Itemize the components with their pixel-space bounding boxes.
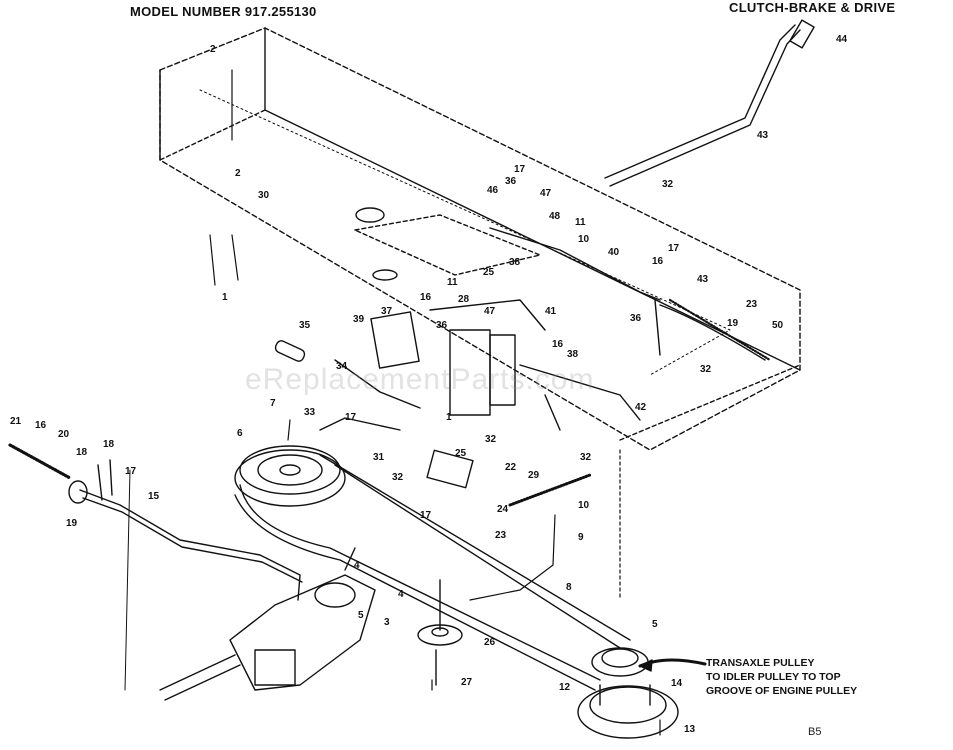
part-label: 47: [484, 306, 496, 317]
part-label: 10: [578, 500, 590, 511]
engine-pulley: [234, 445, 346, 507]
note-line: GROOVE OF ENGINE PULLEY: [706, 685, 858, 697]
part-label: 43: [697, 274, 709, 285]
part-label: 32: [662, 179, 674, 190]
transaxle: [159, 547, 376, 701]
part-label: 30: [258, 190, 270, 201]
v-belt: [234, 454, 631, 691]
chassis-frame: [159, 27, 801, 451]
part-label: 21: [10, 416, 22, 427]
part-label: 3: [384, 617, 390, 628]
part-label: 25: [455, 448, 467, 459]
part-label: 32: [392, 472, 404, 483]
part-label: 25: [483, 267, 495, 278]
part-label: 15: [148, 491, 160, 502]
lever-rod: [604, 19, 815, 187]
part-label: 32: [700, 364, 712, 375]
part-label: 13: [684, 724, 696, 735]
part-label: 29: [528, 470, 540, 481]
part-label: 36: [436, 320, 448, 331]
part-label: 34: [336, 361, 348, 372]
part-label: 2: [235, 168, 241, 179]
part-label: 19: [727, 318, 739, 329]
part-label: 6: [237, 428, 243, 439]
part-label: 4: [354, 560, 360, 571]
part-label: 42: [635, 402, 647, 413]
part-label: 41: [545, 306, 557, 317]
part-label: 5: [358, 610, 364, 621]
part-label: 47: [540, 188, 552, 199]
shift-rod: [8, 443, 303, 691]
section-title: CLUTCH-BRAKE & DRIVE: [729, 0, 896, 15]
part-label: 46: [487, 185, 499, 196]
part-label: 36: [630, 313, 642, 324]
part-label: 39: [353, 314, 365, 325]
part-label: 27: [461, 677, 473, 688]
note-line: TRANSAXLE PULLEY: [706, 657, 815, 669]
part-label: 36: [505, 176, 517, 187]
part-label: 19: [66, 518, 78, 529]
part-label: 43: [757, 130, 769, 141]
part-label: 12: [559, 682, 571, 693]
part-label: 16: [552, 339, 564, 350]
part-label: 48: [549, 211, 561, 222]
part-label: 8: [566, 582, 572, 593]
part-label: 22: [505, 462, 517, 473]
part-label: 31: [373, 452, 385, 463]
part-label: 11: [575, 217, 586, 228]
part-label: 38: [567, 349, 579, 360]
model-number: MODEL NUMBER 917.255130: [130, 4, 317, 19]
part-label: 38: [509, 257, 521, 268]
part-label: 16: [652, 256, 664, 267]
part-label: 16: [35, 420, 47, 431]
part-label: 32: [485, 434, 497, 445]
part-label: 28: [458, 294, 470, 305]
part-label: 17: [514, 164, 526, 175]
page-code: B5: [808, 726, 822, 738]
part-label: 40: [608, 247, 620, 258]
brake-rod: [489, 227, 772, 362]
part-label: 11: [447, 277, 458, 288]
part-label: 9: [578, 532, 584, 543]
part-label: 1: [446, 412, 452, 423]
part-label: 32: [580, 452, 592, 463]
part-label: 1: [222, 292, 228, 303]
part-label: 14: [671, 678, 683, 689]
part-label: 33: [304, 407, 316, 418]
links: [274, 340, 592, 507]
part-label: 17: [125, 466, 137, 477]
fasteners: [209, 69, 661, 736]
part-label: 10: [578, 234, 590, 245]
part-label: 20: [58, 429, 70, 440]
part-label: 16: [420, 292, 432, 303]
part-label: 23: [495, 530, 507, 541]
part-label: 17: [345, 412, 357, 423]
part-label: 17: [420, 510, 432, 521]
pivot-bracket: [370, 299, 641, 431]
part-label: 17: [668, 243, 680, 254]
note-arrow: [638, 658, 707, 672]
part-label: 5: [652, 619, 658, 630]
part-label: 23: [746, 299, 758, 310]
part-label: 7: [270, 398, 276, 409]
watermark: eReplacementParts.com: [245, 363, 595, 396]
part-label: 37: [381, 306, 393, 317]
part-label: 50: [772, 320, 784, 331]
part-number-callouts: 2 2 30 44 43 32 17 46 36 47 48 11 10 40 …: [10, 34, 848, 735]
part-label: 44: [836, 34, 848, 45]
part-label: 4: [398, 589, 404, 600]
part-label: 26: [484, 637, 496, 648]
note-line: TO IDLER PULLEY TO TOP: [706, 671, 841, 683]
installation-note: TRANSAXLE PULLEY TO IDLER PULLEY TO TOP …: [706, 656, 857, 698]
idler-pulley: [417, 579, 463, 686]
part-label: 2: [210, 44, 216, 55]
part-label: 18: [103, 439, 115, 450]
part-label: 35: [299, 320, 311, 331]
part-label: 24: [497, 504, 509, 515]
part-label: 18: [76, 447, 88, 458]
